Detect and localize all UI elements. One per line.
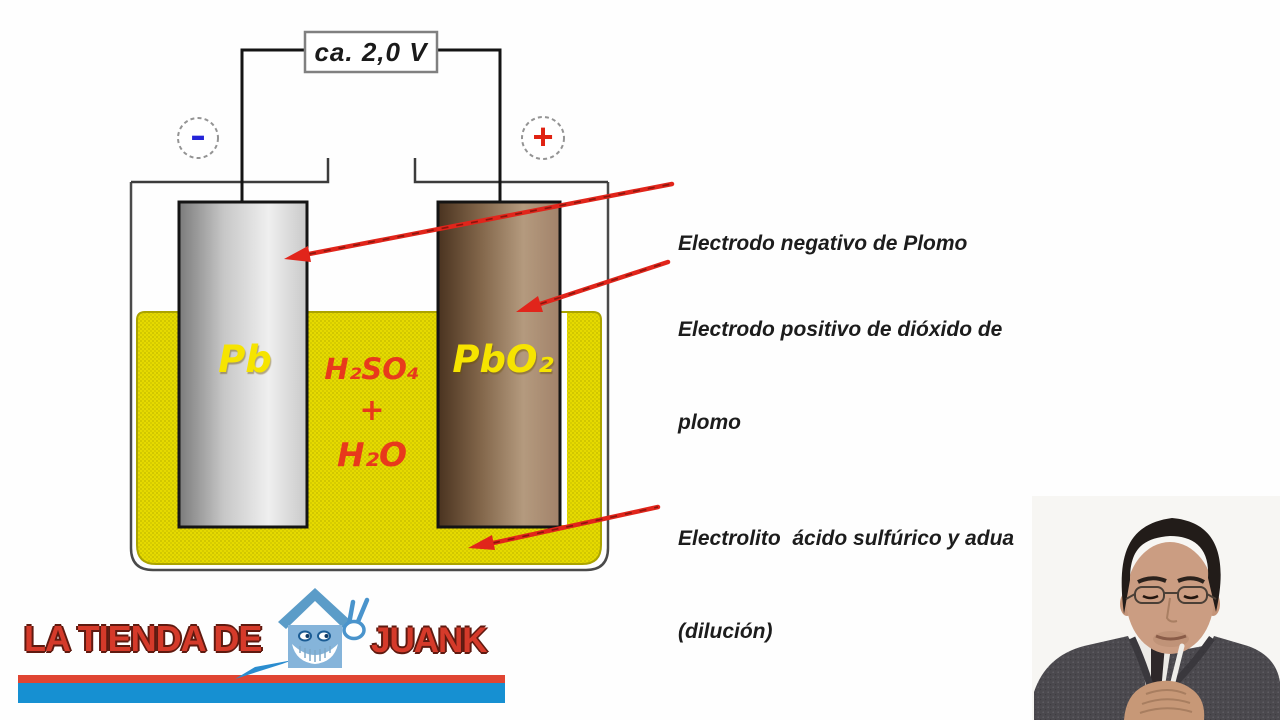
- logo-stripe-blue: [18, 683, 505, 703]
- positive-terminal-circle: [521, 116, 565, 160]
- arrow-negative-electrode: [284, 181, 675, 262]
- wire-negative: [240, 48, 305, 206]
- pb-electrode-label: Pb: [218, 338, 272, 381]
- arrow-electrolyte: [468, 504, 661, 550]
- logo-tail: [235, 660, 293, 679]
- voltage-label: ca. 2,0 V: [314, 37, 428, 67]
- formula-plus: +: [359, 393, 385, 428]
- arrow-positive-electrode: [516, 259, 671, 312]
- positive-terminal-sign: +: [532, 116, 554, 157]
- annotation-line: (dilución): [678, 620, 773, 643]
- annotation-line: plomo: [678, 411, 741, 434]
- annotation-line: Electrodo negativo de Plomo: [678, 232, 968, 255]
- logo-art: [235, 588, 370, 679]
- container-outline: [129, 182, 610, 572]
- negative-terminal-circle: [177, 117, 219, 159]
- glass-highlight: [561, 313, 567, 525]
- house-icon: [278, 588, 352, 668]
- logo-text-left: LA TIENDA DE: [24, 618, 262, 659]
- presenter-hair: [1121, 518, 1221, 614]
- presenter-webcam: [1032, 496, 1280, 720]
- peace-hand-icon: [342, 597, 370, 641]
- electrode-pbo2: [436, 200, 562, 529]
- annotation-positive-electrode: Electrodo positivo de dióxido de plomo: [678, 252, 1078, 500]
- annotation-electrolyte: Electrolito ácido sulfúrico y adua (dilu…: [678, 461, 1098, 709]
- wire-positive: [437, 48, 502, 206]
- presenter-glasses: [1125, 586, 1217, 604]
- container-rim: [131, 158, 608, 184]
- logo-stripe-red: [18, 675, 505, 683]
- logo-text-right: JUANK: [371, 621, 488, 660]
- pbo2-electrode-label: PbO₂: [452, 338, 554, 381]
- electrode-pb: [177, 200, 309, 529]
- formula-h2o: H₂O: [336, 435, 408, 474]
- annotation-negative-electrode: Electrodo negativo de Plomo: [678, 166, 1078, 321]
- annotation-line: Electrodo positivo de dióxido de: [678, 318, 1003, 341]
- annotation-line: Electrolito ácido sulfúrico y adua: [678, 527, 1015, 550]
- presenter-tie: [1151, 644, 1165, 692]
- electrolyte-formula: H₂SO₄ + H₂O: [314, 352, 430, 474]
- formula-h2so4: H₂SO₄: [324, 352, 420, 386]
- voltmeter-box: [303, 30, 439, 74]
- negative-terminal-sign: -: [190, 114, 206, 155]
